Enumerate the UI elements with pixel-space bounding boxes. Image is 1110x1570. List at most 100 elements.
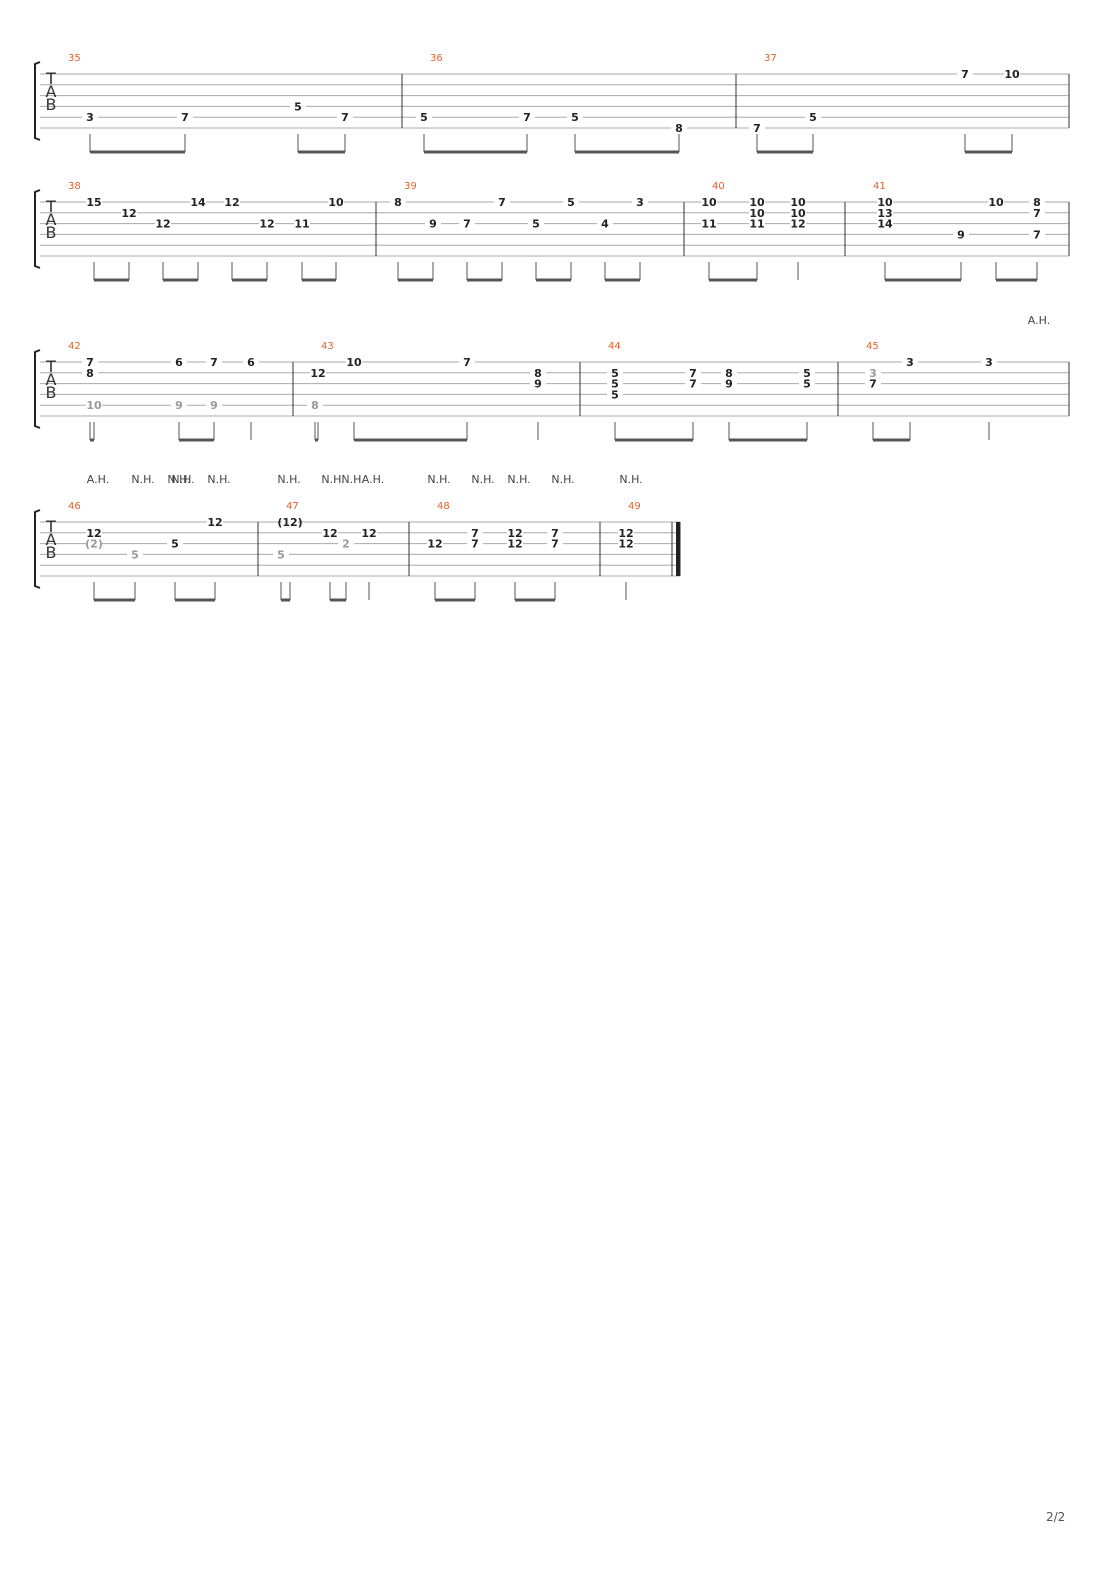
fret-number: 15 xyxy=(86,196,101,209)
fret-number: 3 xyxy=(869,367,877,380)
fret-number: 5 xyxy=(611,367,619,380)
fret-number: 8 xyxy=(311,399,319,412)
fret-number: 7 xyxy=(523,111,531,124)
fret-number: 7 xyxy=(210,356,218,369)
fret-number: 3 xyxy=(985,356,993,369)
fret-mask xyxy=(328,196,344,208)
fret-mask xyxy=(346,356,362,368)
fret-mask xyxy=(467,537,483,550)
fret-mask xyxy=(259,217,275,230)
harmonic-annotation: N.H. xyxy=(471,473,494,486)
fret-mask xyxy=(877,196,893,208)
fret-mask xyxy=(865,377,881,390)
harmonic-annotation: N.H. xyxy=(551,473,574,486)
fret-mask xyxy=(519,111,535,124)
fret-number: 5 xyxy=(803,367,811,380)
fret-mask xyxy=(416,111,432,124)
measure-number: 49 xyxy=(628,501,641,512)
tab-clef-letter: B xyxy=(46,95,57,114)
fret-number: 7 xyxy=(471,527,479,540)
harmonic-annotation: N.H. xyxy=(131,473,154,486)
fret-mask xyxy=(721,377,737,390)
tab-clef-letter: B xyxy=(46,383,57,402)
fret-number: 3 xyxy=(86,111,94,124)
harmonic-annotation: A.H. xyxy=(362,473,384,486)
fret-number: 7 xyxy=(753,122,761,135)
fret-mask xyxy=(427,537,443,550)
fret-number: 7 xyxy=(689,367,697,380)
fret-number: (12) xyxy=(277,516,302,529)
fret-number: 7 xyxy=(498,196,506,209)
fret-mask xyxy=(799,366,815,379)
measure-number: 45 xyxy=(866,341,879,352)
fret-mask xyxy=(459,217,475,230)
fret-mask xyxy=(902,356,918,368)
fret-mask xyxy=(701,196,717,208)
fret-mask xyxy=(618,526,634,539)
tab-clef-letter: B xyxy=(46,223,57,242)
fret-number: 10 xyxy=(328,196,344,209)
fret-number: 10 xyxy=(790,207,806,220)
fret-mask xyxy=(171,399,187,412)
fret-mask xyxy=(749,217,765,230)
fret-number: 6 xyxy=(247,356,255,369)
fret-number: 5 xyxy=(571,111,579,124)
fret-number: 5 xyxy=(611,388,619,401)
fret-number: 5 xyxy=(171,538,179,551)
fret-number: 10 xyxy=(877,196,893,209)
fret-mask xyxy=(957,68,973,80)
fret-number: 12 xyxy=(427,538,442,551)
fret-number: 12 xyxy=(618,538,633,551)
fret-mask xyxy=(607,388,623,401)
fret-mask xyxy=(607,377,623,390)
fret-mask xyxy=(981,356,997,368)
fret-mask xyxy=(307,399,323,412)
fret-number: 10 xyxy=(988,196,1004,209)
fret-mask xyxy=(877,206,893,219)
fret-mask xyxy=(528,217,544,230)
tab-clef-letter: A xyxy=(46,210,57,229)
fret-number: 7 xyxy=(181,111,189,124)
fret-mask xyxy=(1004,68,1020,80)
fret-number: 3 xyxy=(636,196,644,209)
fret-number: 10 xyxy=(86,399,102,412)
tab-clef-letter: T xyxy=(45,197,56,216)
harmonic-annotation: N.H. xyxy=(341,473,364,486)
tab-system: TAB4612(2)551247(12)51221248127712127749… xyxy=(34,501,681,602)
fret-number: 4 xyxy=(601,218,609,231)
fret-mask xyxy=(243,356,259,368)
fret-mask xyxy=(597,217,613,230)
harmonic-annotation: N.H. xyxy=(427,473,450,486)
fret-number: 8 xyxy=(675,122,683,135)
fret-number: 7 xyxy=(463,218,471,231)
fret-number: 13 xyxy=(877,207,892,220)
fret-number: 12 xyxy=(86,527,101,540)
fret-mask xyxy=(530,377,546,390)
measure-number: 48 xyxy=(437,501,450,512)
fret-number: 12 xyxy=(310,367,325,380)
fret-number: 12 xyxy=(207,516,222,529)
fret-number: 12 xyxy=(121,207,136,220)
fret-mask xyxy=(290,100,306,113)
measure-number: 35 xyxy=(68,53,81,64)
fret-mask xyxy=(1029,206,1045,219)
fret-number: 12 xyxy=(322,527,337,540)
harmonic-annotation: A.H. xyxy=(1028,314,1050,327)
fret-number: 5 xyxy=(567,196,575,209)
fret-mask xyxy=(86,526,102,539)
fret-number: 7 xyxy=(1033,207,1041,220)
fret-mask xyxy=(790,217,806,230)
fret-mask xyxy=(749,122,765,134)
fret-mask xyxy=(799,377,815,390)
fret-mask xyxy=(86,537,102,550)
harmonic-annotation: A.H. xyxy=(87,473,109,486)
harmonic-annotation: N.H. xyxy=(277,473,300,486)
fret-mask xyxy=(865,366,881,379)
fret-number: 7 xyxy=(86,356,94,369)
fret-mask xyxy=(82,111,98,124)
fret-mask xyxy=(425,217,441,230)
fret-mask xyxy=(206,356,222,368)
